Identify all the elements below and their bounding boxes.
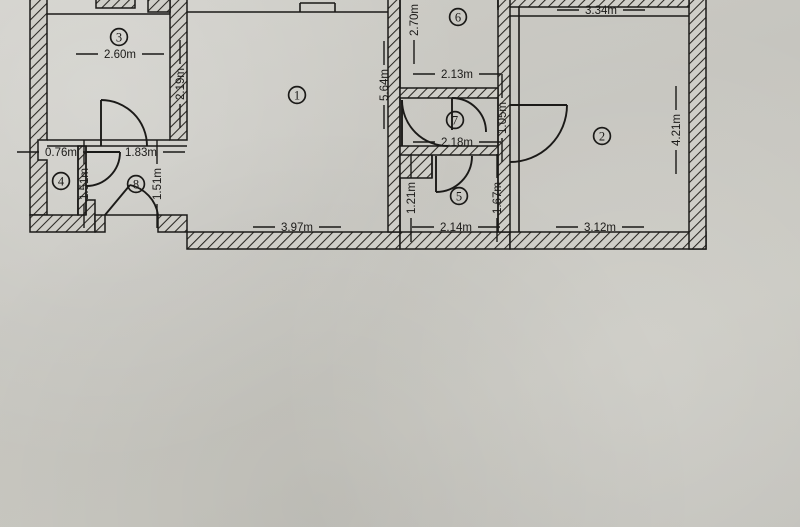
dimension-2-19m: 2.19m (175, 40, 187, 128)
room-marker-circle-4 (51, 171, 71, 191)
room-marker-circle-1 (287, 85, 307, 105)
interior-partitions (47, 0, 689, 232)
dimension-3-34m: 3.34m (557, 5, 645, 17)
room-marker-circle-8 (126, 174, 146, 194)
dimension-label: 1.83m (125, 147, 157, 159)
room-marker-label: 7 (452, 113, 458, 127)
dimension-label: 3.97m (281, 222, 313, 234)
dimension-2-18m: 2.18m (413, 137, 501, 149)
room-marker-label: 6 (455, 10, 461, 24)
room-marker-label: 4 (58, 174, 65, 188)
dimension-label: 1.05m (497, 102, 509, 134)
dimension-label: 2.70m (409, 4, 421, 36)
room-marker-circle-3 (109, 27, 129, 47)
dimension-label: 3.34m (585, 5, 617, 17)
room-marker-circle-5 (449, 186, 469, 206)
dimension-label: 2.13m (441, 69, 473, 81)
room-marker-label: 3 (116, 30, 122, 44)
dimension-2-60m: 2.60m (76, 49, 164, 61)
dimension-label: 2.14m (440, 222, 472, 234)
room-marker-label: 1 (294, 88, 300, 102)
dimension-label: 2.60m (104, 49, 136, 61)
dimension-label: 1.67m (492, 182, 504, 214)
room-number-markers: 1 2 3 4 5 6 7 8 (51, 7, 612, 206)
dimension-label: 2.18m (441, 137, 473, 149)
room-marker-circle-6 (448, 7, 468, 27)
dimension-label: 1.21m (406, 182, 418, 214)
room-marker-label: 2 (599, 129, 605, 143)
dimension-5-64m: 5.64m (379, 41, 391, 129)
walls-hatched (29, 0, 707, 250)
dimension-1-51m: 1.51m (152, 140, 164, 228)
dimension-1-67m: 1.67m (492, 154, 504, 242)
dimension-1-05m: 1.05m (497, 74, 509, 162)
room-schedule-table-container: Nr. incapere Denumire incapere Suprafata… (461, 352, 773, 527)
dimension-label: 1.51m (152, 168, 164, 200)
dimension-label: 2.19m (175, 68, 187, 100)
room-marker-circle-7 (445, 110, 465, 130)
dimension-label: 0.76m (45, 147, 77, 159)
dimension-3-97m: 3.97m (253, 222, 341, 234)
room-marker-label: 8 (133, 177, 139, 191)
dimension-1-21m: 1.21m (406, 154, 418, 242)
dimension-label: 3.12m (584, 222, 616, 234)
dimension-1-83m: 1.83m (97, 147, 185, 159)
dimension-label: 4.21m (671, 114, 683, 146)
dimension-1-51m: 1.51m (79, 140, 91, 228)
dimension-2-14m: 2.14m (412, 222, 500, 234)
dimension-3-12m: 3.12m (556, 222, 644, 234)
dimension-label: 5.64m (379, 69, 391, 101)
dimension-label: 1.51m (79, 168, 91, 200)
floor-plan-drawing: 1 2 3 4 5 6 7 8 2.60m 2.19m 0.76m 1.83m 1.51m 1.51m 3… (17, 0, 707, 250)
room-marker-label: 5 (456, 189, 462, 203)
dimension-4-21m: 4.21m (671, 86, 683, 174)
room-marker-circle-2 (592, 126, 612, 146)
dimension-2-70m: 2.70m (409, 4, 421, 64)
dimension-2-13m: 2.13m (413, 69, 501, 81)
dimension-annotations: 2.60m 2.19m 0.76m 1.83m 1.51m 1.51m 3.97m 5.64m… (17, 4, 683, 242)
